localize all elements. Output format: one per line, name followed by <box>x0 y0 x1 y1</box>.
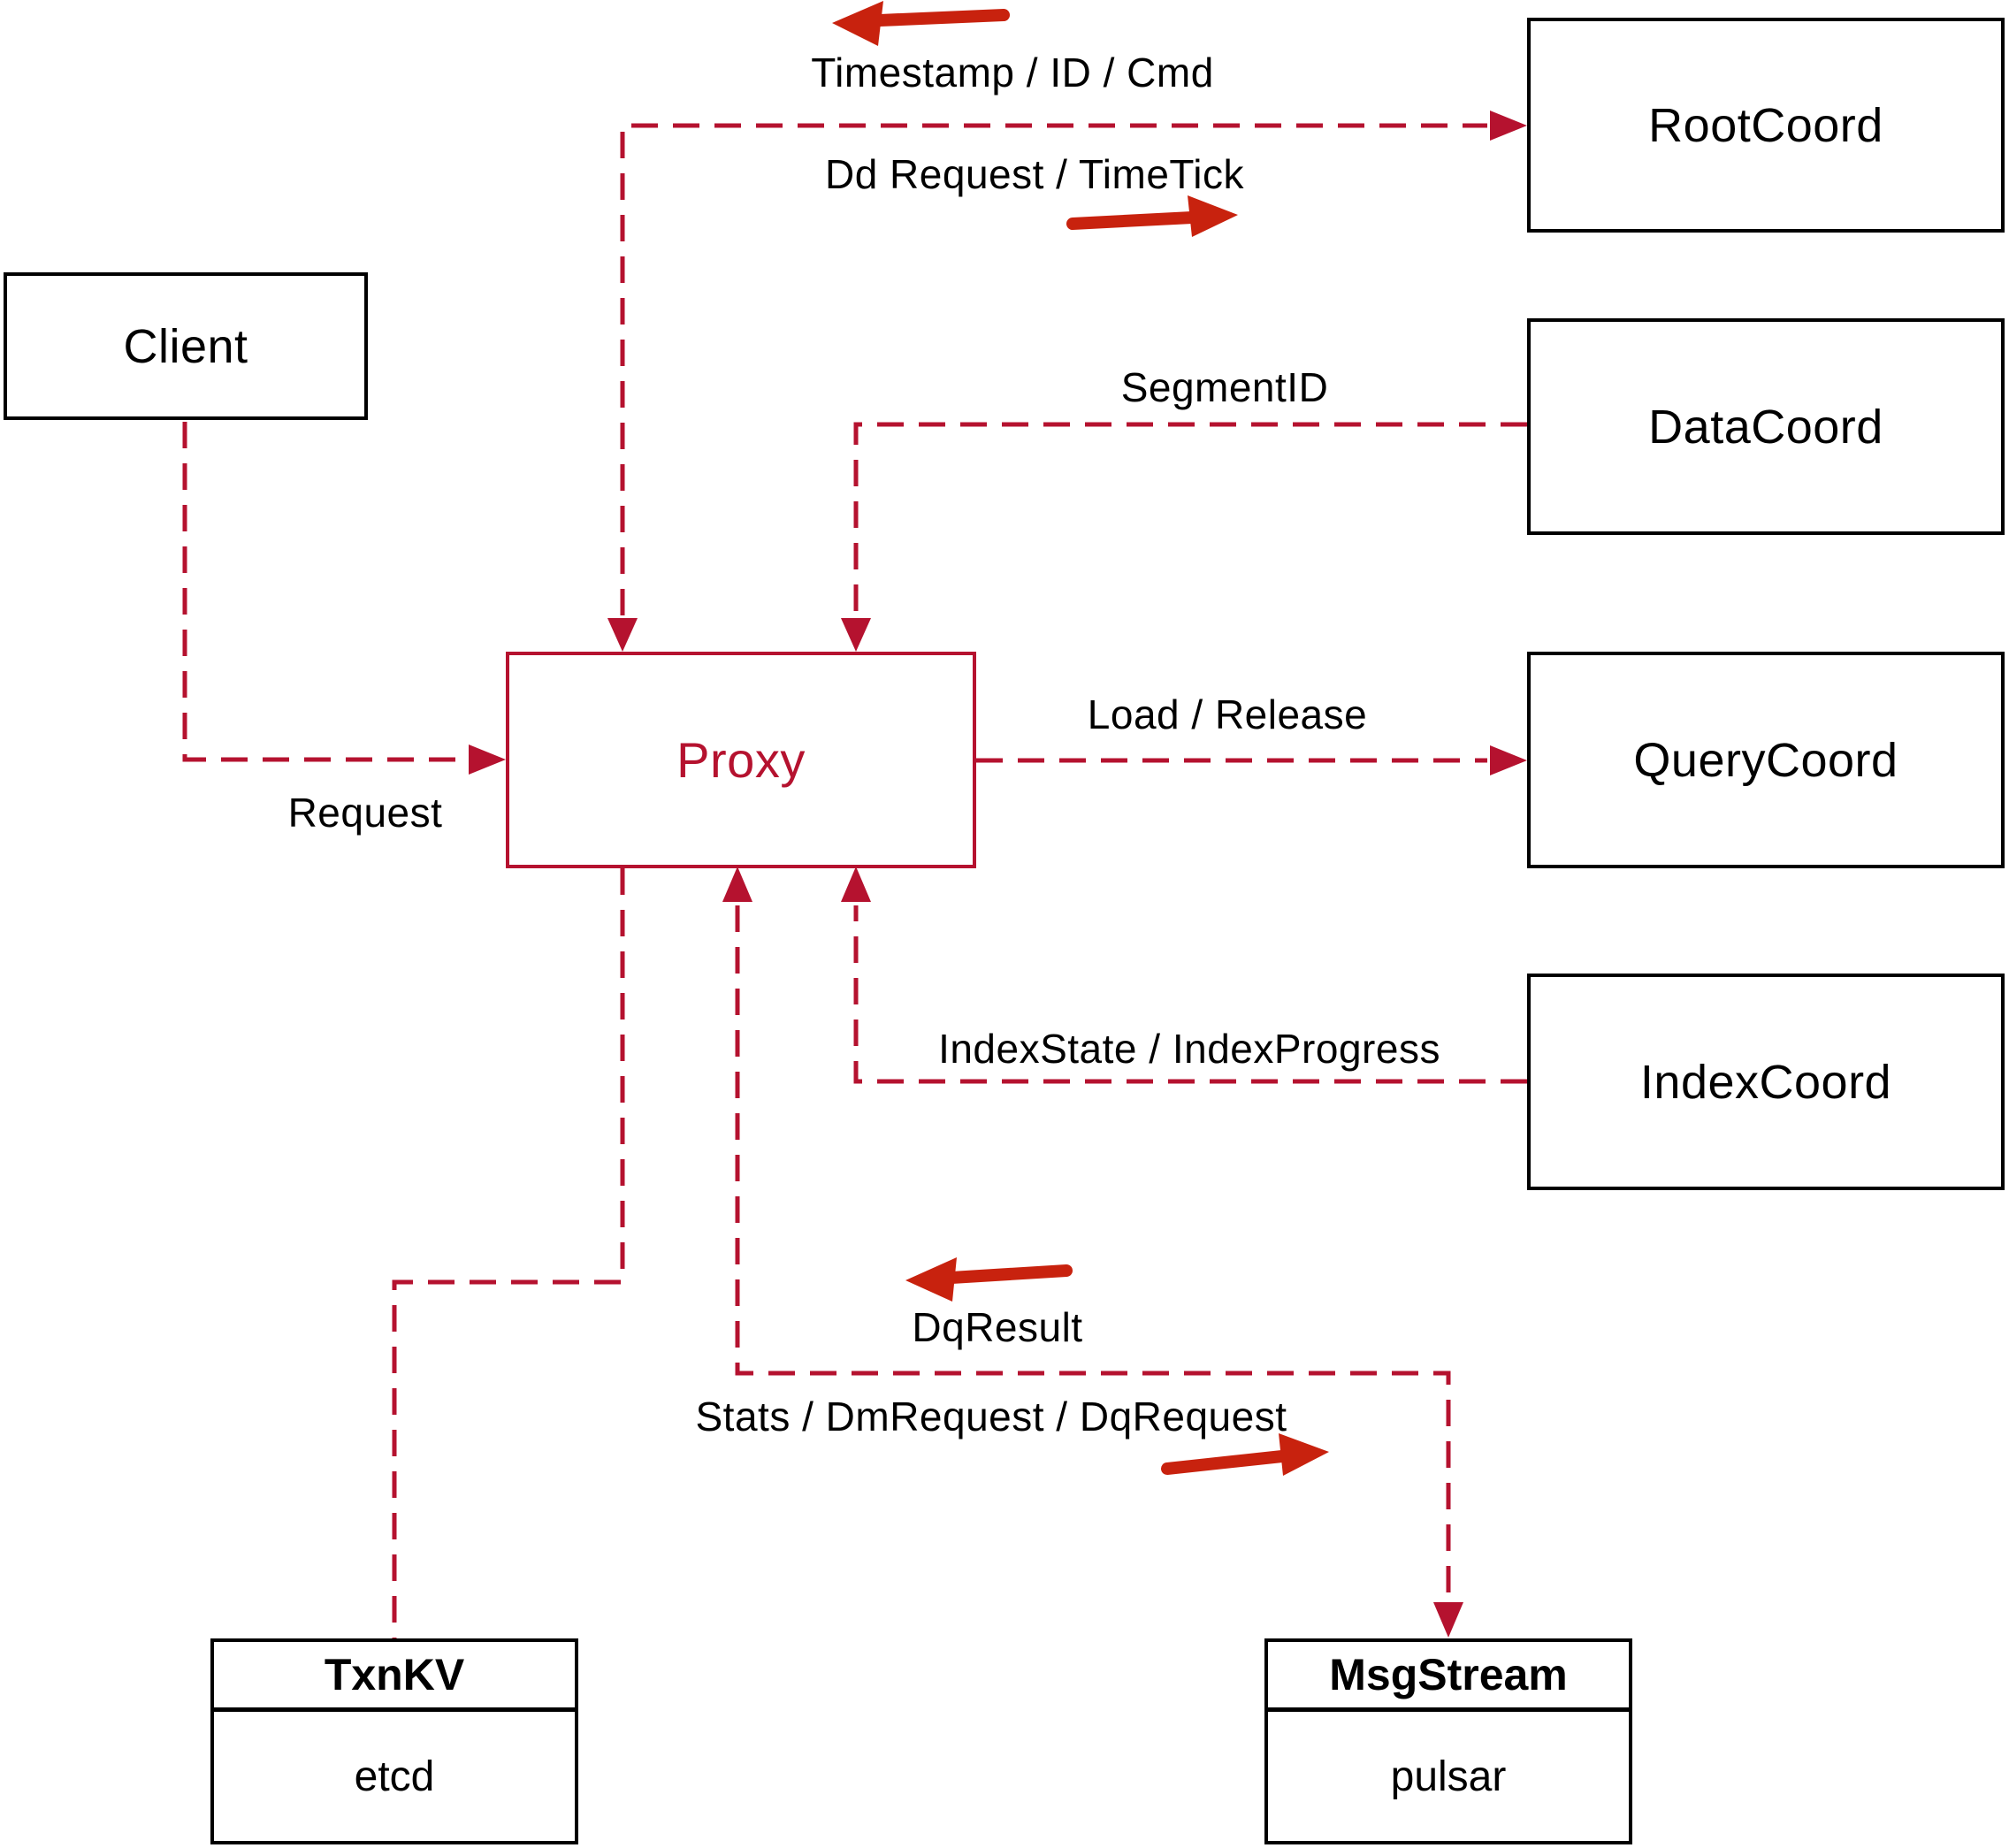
edge-client-to-proxy <box>182 422 467 762</box>
txnkv-title: TxnKV <box>214 1642 575 1712</box>
arrowhead-into-proxy-top-right-icon <box>841 618 871 652</box>
arrowhead-into-querycoord-icon <box>1490 745 1527 775</box>
datacoord-label: DataCoord <box>1648 400 1883 454</box>
edge-label-request: Request <box>287 790 443 836</box>
rootcoord-label: RootCoord <box>1648 98 1883 152</box>
right-arrow-dd-request-icon <box>1066 195 1238 237</box>
edge-label-dd-request-timetick: Dd Request / TimeTick <box>824 151 1245 197</box>
msgstream-implementation: pulsar <box>1390 1753 1507 1800</box>
proxy-label: Proxy <box>676 732 806 788</box>
msgstream-title: MsgStream <box>1268 1642 1629 1712</box>
edge-label-index-state-progress: IndexState / IndexProgress <box>938 1026 1440 1072</box>
left-arrow-dqresult-icon <box>905 1257 1073 1302</box>
arrowhead-into-proxy-bottom-right-icon <box>841 867 871 902</box>
edge-label-dq-result: DqResult <box>912 1304 1083 1350</box>
txnkv-implementation: etcd <box>354 1753 435 1800</box>
msgstream-node: MsgStream pulsar <box>1264 1638 1632 1844</box>
indexcoord-node: IndexCoord <box>1527 974 2005 1190</box>
querycoord-node: QueryCoord <box>1527 652 2005 868</box>
rootcoord-node: RootCoord <box>1527 18 2005 233</box>
arrowhead-into-rootcoord-icon <box>1490 111 1527 141</box>
edge-proxy-to-msgstream <box>735 905 1451 1599</box>
client-node: Client <box>4 272 368 420</box>
txnkv-node: TxnKV etcd <box>210 1638 578 1844</box>
edge-label-stats-dm-dq-request: Stats / DmRequest / DqRequest <box>695 1394 1287 1439</box>
edge-proxy-to-rootcoord <box>620 123 1487 615</box>
left-arrow-timestamp-icon <box>832 1 1010 46</box>
edge-label-segment-id: SegmentID <box>1120 364 1329 410</box>
arrowhead-into-msgstream-icon <box>1433 1602 1463 1638</box>
arrowhead-into-proxy-top-left-icon <box>607 618 638 652</box>
arrowhead-into-proxy-bottom-mid-icon <box>722 867 752 902</box>
edge-proxy-to-txnkv <box>392 868 625 1638</box>
datacoord-node: DataCoord <box>1527 318 2005 535</box>
arrowhead-into-proxy-left-icon <box>469 745 506 775</box>
edge-datacoord-to-proxy <box>853 422 1527 615</box>
client-label: Client <box>123 319 248 373</box>
edge-label-load-release: Load / Release <box>1087 691 1368 737</box>
querycoord-label: QueryCoord <box>1633 733 1898 787</box>
proxy-node: Proxy <box>506 652 976 868</box>
indexcoord-label: IndexCoord <box>1639 1055 1892 1109</box>
edge-label-timestamp-id-cmd: Timestamp / ID / Cmd <box>811 50 1214 95</box>
